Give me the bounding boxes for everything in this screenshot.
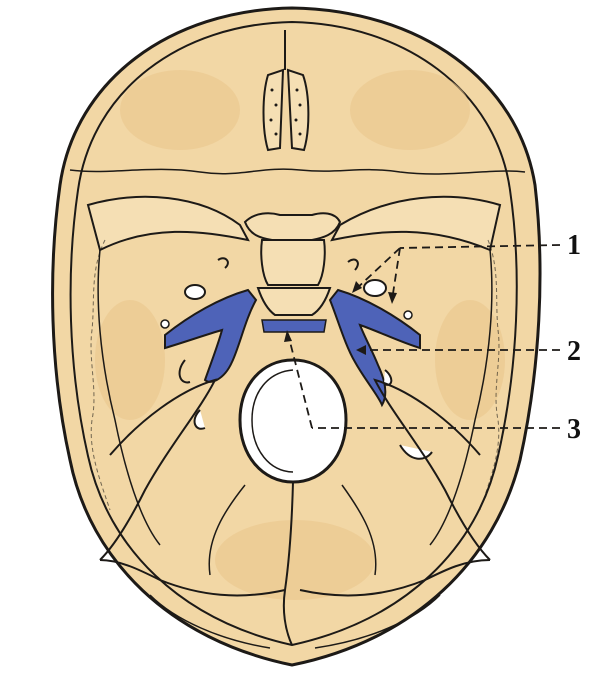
foramen-magnum [240,360,346,482]
label-2: 2 [567,336,581,367]
foramen-spinosum-left [161,320,169,328]
label-3: 3 [567,414,581,445]
sphenooccipital-synchondrosis [262,320,326,332]
cribriform-plate [288,70,308,150]
tuberculum-sellae [245,213,340,240]
foramen-spinosum-right [404,311,412,319]
foramen-ovale-left [185,285,205,299]
crista-galli [264,70,284,150]
sella-turcica [261,240,325,285]
label-1: 1 [567,230,581,261]
foramen-ovale-right [364,280,386,296]
